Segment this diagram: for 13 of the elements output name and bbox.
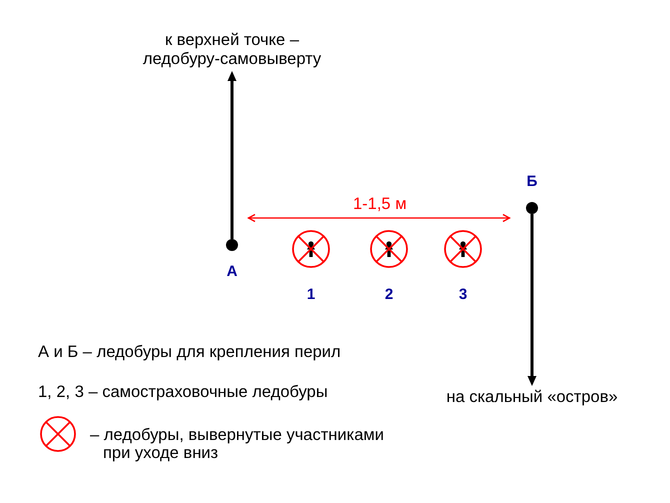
destination-note: к верхней точке – ледобуру-самовыверту xyxy=(142,31,322,69)
point-label: А xyxy=(226,263,238,281)
note-text: 1, 2, 3 – самостраховочные ледобуры xyxy=(38,383,328,401)
callout-number: 2 xyxy=(384,286,394,304)
dimension-label: 1-1,5 м xyxy=(353,195,407,213)
callout-number: 1 xyxy=(306,286,316,304)
destination-note: на скальный «остров» xyxy=(445,388,619,407)
legend-text: – ледобуры, вывернутые участниками при уходе вниз xyxy=(90,426,385,462)
callout-number: 3 xyxy=(458,286,468,304)
arrow xyxy=(528,214,536,386)
arrow xyxy=(228,71,236,239)
point-label: Б xyxy=(526,173,538,191)
note-text: А и Б – ледобуры для крепления перил xyxy=(38,343,341,361)
